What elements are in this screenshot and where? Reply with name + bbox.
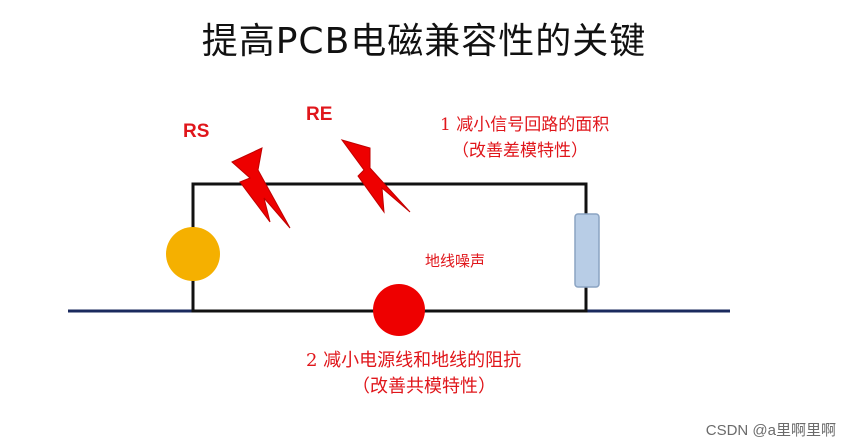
note-2-title: 2 减小电源线和地线的阻抗 [306, 350, 522, 371]
re-label: RE [306, 104, 333, 125]
ground-noise-source [373, 284, 425, 336]
lightning-bolt-icon [231, 147, 291, 229]
rs-label: RS [183, 121, 210, 142]
ground-noise-label: 地线噪声 [425, 252, 486, 270]
signal-source [166, 227, 220, 281]
lightning-bolt-icon [340, 139, 411, 214]
page-title: 提高PCB电磁兼容性的关键 [201, 21, 647, 62]
watermark: CSDN @a里啊里啊 [705, 422, 836, 439]
note-1-title: 1 减小信号回路的面积 [440, 115, 610, 135]
load-resistor [574, 213, 600, 288]
note-1-subtitle: （改善差模特性） [452, 141, 588, 161]
note-2-subtitle: （改善共模特性） [352, 376, 496, 397]
